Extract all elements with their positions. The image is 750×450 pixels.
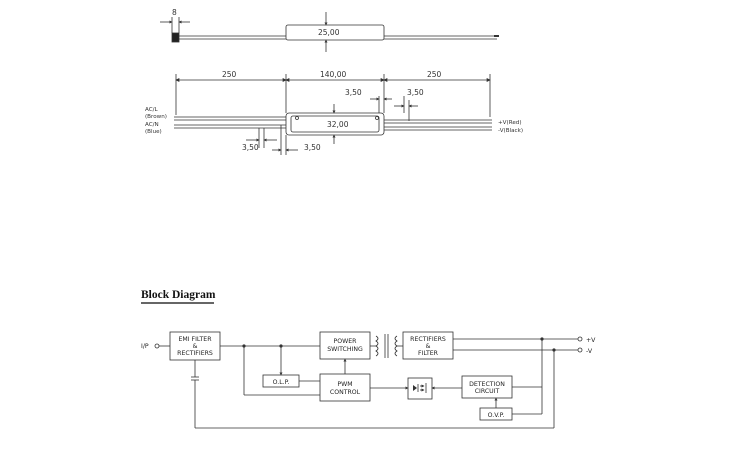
wire-color-ac-n: (Blue)	[145, 129, 162, 135]
side-body	[285, 24, 385, 41]
block-diagram	[154, 331, 583, 429]
emi-line-2: &	[193, 343, 198, 350]
title-underline	[141, 302, 214, 304]
optocoupler	[407, 377, 433, 400]
rect-line-2: &	[426, 343, 431, 350]
dim-pin-offset-top-left: 3,50	[345, 88, 362, 97]
wire-label-ac-l: AC/L	[145, 107, 159, 113]
power-line-1: POWER	[334, 338, 358, 345]
wire-color-ac-l: (Brown)	[145, 114, 167, 120]
detection-line-2: CIRCUIT	[475, 388, 500, 395]
dim-body-height: 32,00	[327, 120, 349, 129]
wire-label-v-pos: +V(Red)	[498, 120, 522, 126]
dim-lead-width: 8	[172, 8, 177, 17]
rect-line-3: FILTER	[418, 350, 439, 357]
output-terminal-pos	[577, 336, 583, 342]
emi-line-3: RECTIFIERS	[177, 350, 213, 357]
pwm-line-2: CONTROL	[330, 389, 361, 396]
side-lead-tip-left	[171, 32, 180, 43]
transformer-primary	[375, 335, 379, 357]
input-label: I/P	[141, 343, 149, 350]
input-terminal	[154, 343, 160, 349]
olp-label: O.L.P.	[273, 379, 290, 386]
output-terminal-neg	[577, 347, 583, 353]
side-view	[160, 12, 499, 52]
dim-body-length: 140,00	[320, 70, 346, 79]
ovp-label: O.V.P.	[488, 412, 505, 419]
dim-body-height-side: 25,00	[318, 28, 340, 37]
output-label-neg: -V	[586, 348, 593, 355]
dim-lead-left: 250	[222, 70, 237, 79]
dim-pin-offset-bottom-left: 3,50	[242, 143, 259, 152]
pwm-line-1: PWM	[337, 381, 352, 388]
top-view	[174, 74, 492, 155]
dim-pin-offset-bottom-right: 3,50	[304, 143, 321, 152]
emi-line-1: EMI FILTER	[178, 336, 212, 343]
wire-label-v-neg: -V(Black)	[498, 128, 523, 134]
transformer-secondary	[394, 335, 398, 357]
power-line-2: SWITCHING	[327, 346, 363, 353]
block-diagram-title: Block Diagram	[141, 289, 216, 301]
rect-line-1: RECTIFIERS	[410, 336, 446, 343]
dim-pin-offset-top-right: 3,50	[407, 88, 424, 97]
rectifiers-filter-block	[402, 331, 454, 360]
wire-label-ac-n: AC/N	[145, 122, 159, 128]
output-label-pos: +V	[586, 337, 596, 344]
dim-lead-right: 250	[427, 70, 442, 79]
detection-line-1: DETECTION	[469, 381, 505, 388]
